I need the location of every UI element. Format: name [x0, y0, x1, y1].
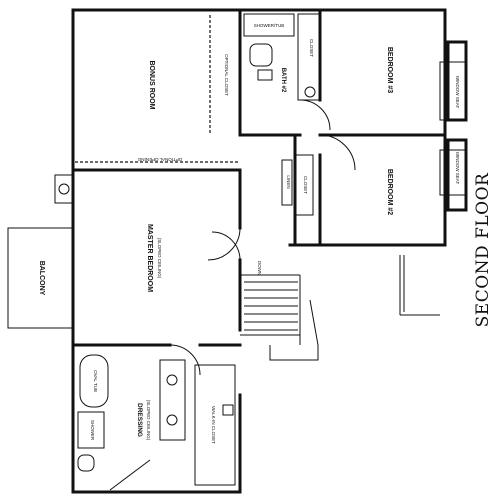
bonus-room-label: BONUS ROOM — [148, 61, 155, 110]
closet-top-label: CLOSET — [309, 39, 314, 57]
stairs: DOWN — [240, 261, 319, 361]
bonus-room: BONUS ROOM OPTIONAL CLOSET OPTIONAL OPEN… — [75, 15, 238, 163]
dressing-area: OVAL TUB SHOWER DRESSING (SLOPED CEILING… — [77, 354, 186, 491]
linen-closet: LINEN CLOSET — [281, 134, 356, 216]
bedroom-2: BEDROOM #2 WINDOW SEAT — [386, 138, 468, 215]
master-bedroom: MASTER BEDROOM (SLOPED CEILING) — [146, 224, 201, 376]
bedroom2-label: BEDROOM #2 — [386, 169, 393, 215]
hall-doors — [207, 227, 241, 261]
master-bedroom-label: MASTER BEDROOM — [146, 224, 153, 292]
shower-label: SHOWER — [90, 420, 95, 441]
bedroom-3: BEDROOM #3 WINDOW SEAT — [386, 40, 468, 122]
chimney-box — [54, 174, 74, 204]
walk-in-closet: WALK-IN CLOSET — [194, 364, 236, 486]
bath-2: SHOWER/TUB BATH #2 — [238, 13, 331, 137]
closet-top: CLOSET — [297, 13, 321, 101]
bedroom2-window-label: WINDOW SEAT — [455, 152, 460, 185]
optional-opening-label: OPTIONAL OPENING — [137, 157, 182, 162]
stair-stub — [399, 255, 440, 316]
walk-in-closet-label: WALK-IN CLOSET — [211, 406, 216, 444]
balcony: BALCONY — [7, 227, 74, 329]
dressing-note-label: (SLOPED CEILING) — [146, 400, 151, 441]
floor-title: SECOND FLOOR — [473, 172, 493, 327]
oval-tub-label: OVAL TUB — [93, 370, 98, 392]
linen-label: LINEN — [286, 175, 291, 188]
optional-closet-label: OPTIONAL CLOSET — [224, 54, 229, 96]
closet-mid-label: CLOSET — [303, 176, 308, 194]
bedroom3-label: BEDROOM #3 — [386, 47, 393, 93]
master-note-label: (SLOPED CEILING) — [157, 238, 162, 279]
down-label: DOWN — [257, 261, 262, 275]
bedroom3-window-label: WINDOW SEAT — [455, 76, 460, 109]
balcony-label: BALCONY — [38, 261, 45, 296]
bath2-tub-label: SHOWER/TUB — [254, 23, 285, 28]
bath2-label: BATH #2 — [280, 68, 286, 93]
dressing-label: DRESSING — [136, 403, 143, 437]
